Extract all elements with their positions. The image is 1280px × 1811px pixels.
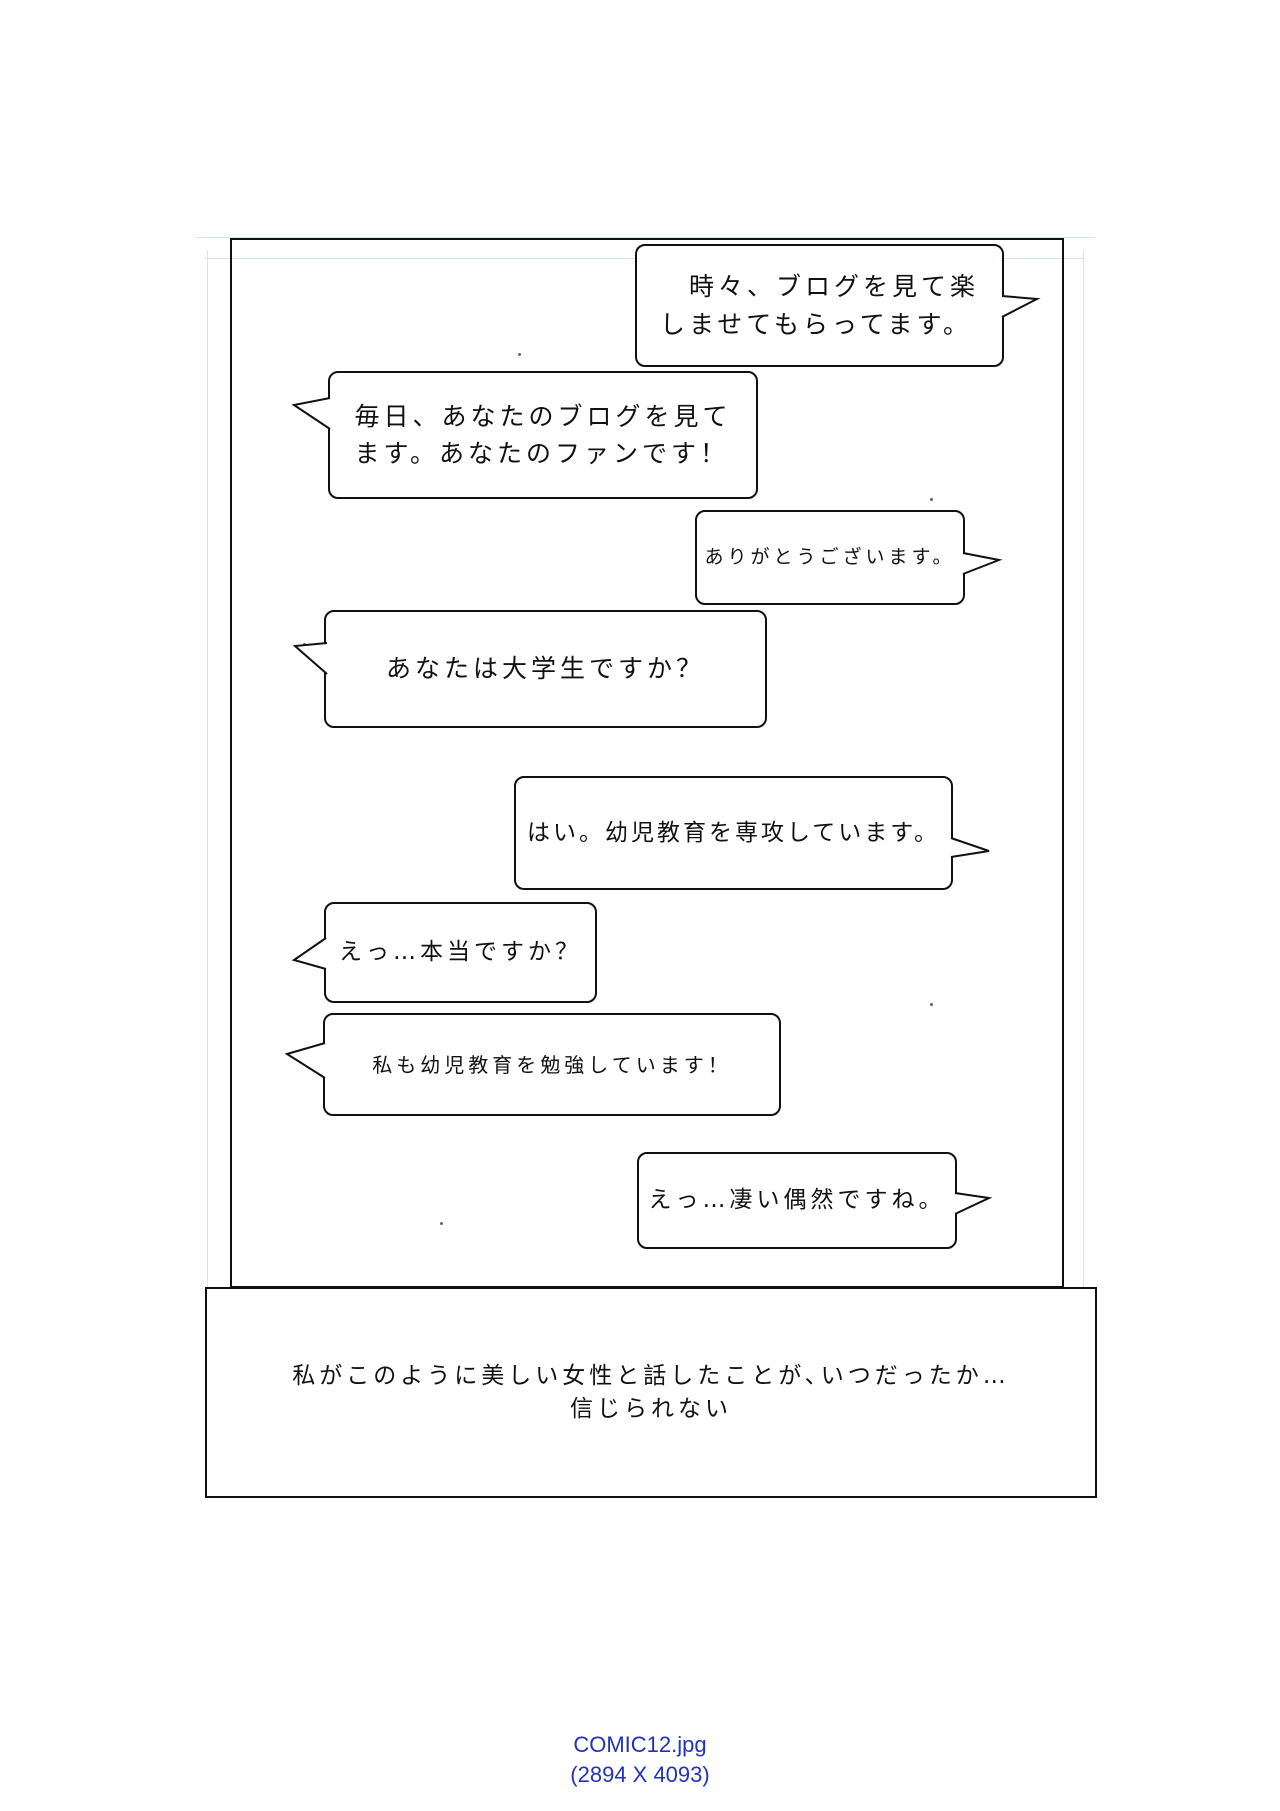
scan-speck bbox=[930, 1003, 933, 1006]
narration-text: 私がこのように美しい女性と話したことが､いつだったか… 信じられない bbox=[292, 1363, 1010, 1422]
file-dimensions-label: (2894 X 4093) bbox=[570, 1762, 710, 1787]
speech-bubble-text: えっ…凄い偶然ですね。 bbox=[648, 1187, 946, 1214]
speech-bubble-left: 毎日、あなたのブログを見て ます。あなたのファンです！ bbox=[328, 371, 758, 499]
speech-bubble-left: えっ…本当ですか？ bbox=[324, 902, 597, 1003]
speech-bubble-text: ありがとうございます。 bbox=[704, 546, 956, 569]
speech-bubble-left: あなたは大学生ですか？ bbox=[324, 610, 767, 728]
scan-speck bbox=[440, 1222, 443, 1225]
speech-bubble-text: えっ…本当ですか？ bbox=[339, 939, 582, 966]
speech-bubble-right: えっ…凄い偶然ですね。 bbox=[637, 1152, 957, 1249]
speech-tail-right bbox=[1001, 295, 1041, 318]
narration-box: 私がこのように美しい女性と話したことが､いつだったか… 信じられない bbox=[205, 1287, 1097, 1498]
file-name-label: COMIC12.jpg bbox=[573, 1732, 707, 1757]
scan-speck bbox=[518, 353, 521, 356]
speech-bubble-text: 時々、ブログを見て楽 しませてもらってます。 bbox=[659, 272, 979, 339]
speech-tail-right bbox=[950, 837, 990, 858]
guide-line-left bbox=[207, 250, 208, 1290]
speech-bubble-right: 時々、ブログを見て楽 しませてもらってます。 bbox=[635, 244, 1004, 367]
speech-bubble-text: 私も幼児教育を勉強しています！ bbox=[372, 1052, 732, 1077]
speech-bubble-text: あなたは大学生ですか？ bbox=[385, 654, 705, 684]
scan-speck bbox=[930, 498, 933, 501]
speech-bubble-right: ありがとうございます。 bbox=[695, 510, 965, 605]
speech-tail-left bbox=[291, 397, 331, 430]
guide-line-right bbox=[1083, 250, 1084, 1290]
guide-line-top bbox=[195, 237, 1095, 238]
speech-tail-left bbox=[292, 642, 328, 675]
speech-tail-left bbox=[284, 1042, 326, 1079]
speech-bubble-right: はい。幼児教育を専攻しています。 bbox=[514, 776, 953, 890]
speech-tail-right bbox=[962, 552, 1003, 575]
speech-tail-left bbox=[291, 937, 327, 970]
speech-tail-right bbox=[954, 1192, 993, 1215]
speech-bubble-text: はい。幼児教育を専攻しています。 bbox=[526, 819, 940, 846]
speech-bubble-text: 毎日、あなたのブログを見て ます。あなたのファンです！ bbox=[354, 401, 732, 469]
speech-bubble-left: 私も幼児教育を勉強しています！ bbox=[323, 1013, 781, 1116]
